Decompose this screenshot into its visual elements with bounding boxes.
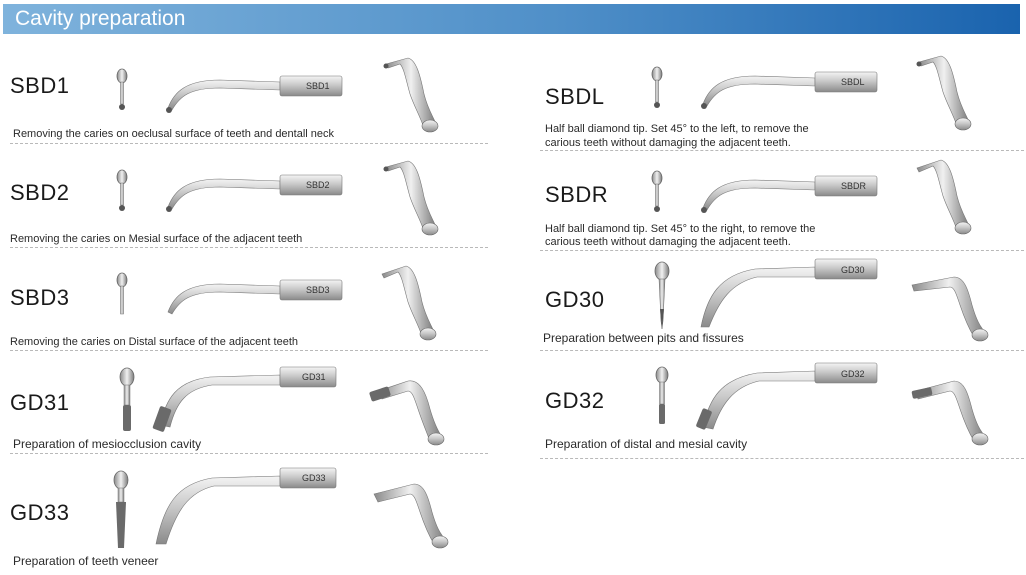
tip-front-view-image — [655, 366, 669, 424]
tip-angled-view-image — [381, 265, 437, 341]
tip-front-view-image — [651, 66, 663, 108]
section-title: Cavity preparation — [15, 7, 186, 30]
tip-engraving-label: SBDR — [841, 181, 867, 191]
entry-separator — [10, 453, 488, 454]
entry-separator — [540, 150, 1024, 151]
tip-side-view-image: SBDR — [701, 175, 878, 213]
tip-description: Preparation of mesiocclusion cavity — [13, 437, 202, 451]
tip-entry-gd33: GD33 GD33 Preparation of teeth veneer — [0, 458, 490, 575]
tip-engraving-label: SBDL — [841, 77, 865, 87]
tip-side-view-image: GD32 — [696, 362, 878, 430]
tip-entry-sbd1: SBD1 SBD1 Removing the caries on oeclusa… — [0, 38, 490, 144]
tip-side-view-image: GD30 — [700, 258, 878, 328]
tip-code: GD33 — [10, 500, 70, 525]
tip-entry-gd32: GD32 GD32 Preparation of distal and mesi… — [535, 355, 1025, 460]
entry-separator — [540, 250, 1024, 251]
tip-engraving-label: GD31 — [302, 372, 326, 382]
entry-separator — [540, 350, 1024, 351]
tip-description: Preparation of teeth veneer — [13, 554, 159, 568]
tip-description: Removing the caries on Mesial surface of… — [10, 233, 303, 245]
tip-engraving-label: GD33 — [302, 473, 326, 483]
tip-code: GD30 — [545, 287, 605, 312]
tip-side-view-image: SBD1 — [166, 75, 343, 113]
tip-side-view-image: SBD3 — [167, 279, 343, 315]
tip-angled-view-image — [911, 276, 989, 342]
section-header: Cavity preparation — [3, 4, 1020, 34]
tip-front-view-image — [654, 261, 670, 330]
tip-entry-gd31: GD31 GD31 Preparation of mesiocclusion c… — [0, 355, 490, 455]
tip-front-view-image — [116, 272, 128, 315]
tip-front-view-image — [651, 170, 663, 212]
entry-separator — [10, 247, 488, 248]
tip-front-view-image — [119, 367, 135, 431]
tip-code: SBDR — [545, 182, 609, 207]
tip-angled-view-image — [916, 159, 972, 235]
tip-angled-view-image — [383, 57, 439, 133]
tip-code: SBD3 — [10, 285, 70, 310]
tip-description-line-2: carious teeth without damaging the adjac… — [545, 137, 791, 149]
tip-side-view-image: SBDL — [701, 71, 878, 109]
tip-side-view-image: GD31 — [152, 366, 337, 432]
tip-code: SBD2 — [10, 180, 70, 205]
tip-engraving-label: SBD1 — [306, 81, 330, 91]
tip-entry-gd30: GD30 GD30 Preparation between pits and f… — [535, 255, 1025, 355]
tip-code: GD31 — [10, 390, 70, 415]
tip-front-view-image — [116, 169, 128, 211]
tip-entry-sbdr: SBDR SBDR Half ball diamond tip. Set 45°… — [535, 150, 1025, 255]
tip-side-view-image: SBD2 — [166, 174, 343, 212]
tip-code: SBD1 — [10, 73, 70, 98]
tip-entry-sbd3: SBD3 SBD3 Removing the caries on Distal … — [0, 250, 490, 355]
entry-separator — [10, 350, 488, 351]
tip-code: GD32 — [545, 388, 605, 413]
tip-description: Removing the caries on oeclusal surface … — [13, 128, 335, 140]
tip-angled-view-image — [373, 483, 449, 549]
tip-angled-view-image — [911, 380, 989, 446]
tip-front-view-image — [113, 470, 129, 548]
tip-description-line-1: Half ball diamond tip. Set 45° to the ri… — [545, 223, 816, 235]
tip-engraving-label: GD30 — [841, 265, 865, 275]
tip-description-line-1: Half ball diamond tip. Set 45° to the le… — [545, 123, 809, 135]
tip-description: Preparation of distal and mesial cavity — [545, 437, 748, 451]
tip-engraving-label: GD32 — [841, 369, 865, 379]
tip-angled-view-image — [383, 160, 439, 236]
entry-separator — [10, 143, 488, 144]
tip-entry-sbd2: SBD2 SBD2 Removing the caries on Mesial … — [0, 145, 490, 250]
tip-description: Preparation between pits and fissures — [543, 331, 744, 345]
tip-engraving-label: SBD2 — [306, 180, 330, 190]
tip-engraving-label: SBD3 — [306, 285, 330, 295]
tip-front-view-image — [116, 68, 128, 110]
tip-description-line-2: carious teeth without damaging the adjac… — [545, 236, 791, 248]
entry-separator — [540, 458, 1024, 459]
tip-entry-sbdl: SBDL SBDL Half ball diamond tip. Set 45°… — [535, 38, 1025, 151]
tip-side-view-image: GD33 — [155, 467, 337, 545]
tip-code: SBDL — [545, 84, 605, 109]
tip-angled-view-image — [369, 380, 445, 446]
tip-angled-view-image — [916, 55, 972, 131]
tip-description: Removing the caries on Distal surface of… — [10, 336, 298, 348]
